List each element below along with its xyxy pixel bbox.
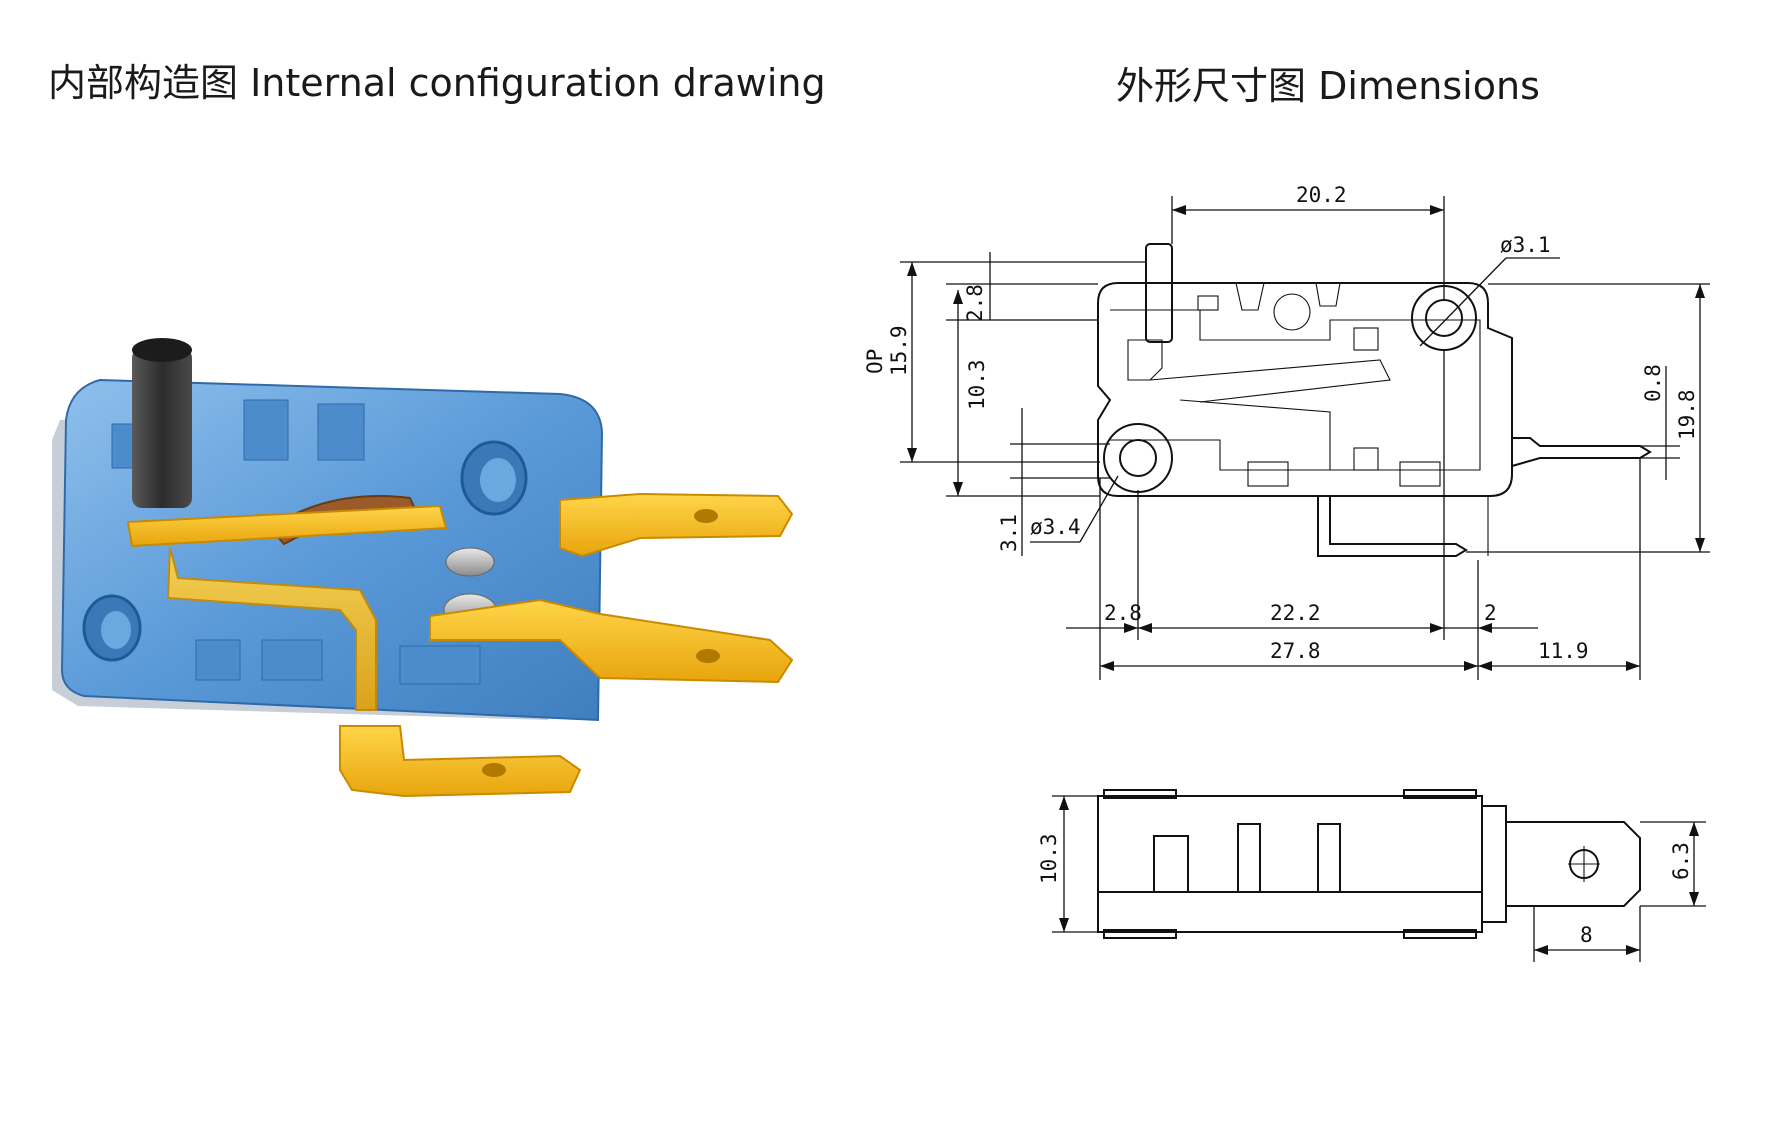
dim-0-8: 0.8 [1641,364,1665,402]
side-slot-3 [1317,823,1341,893]
mounting-hole-right-inner [1425,299,1463,337]
terminal-common [339,725,582,798]
dim-11-9: 11.9 [1538,639,1589,663]
title-internal-configuration: 内部构造图 Internal configuration drawing [48,61,826,105]
side-terminal-blade [1505,821,1641,907]
side-tab-top-right [1403,789,1477,799]
terminal-normally-open [559,492,794,558]
contact-block-upper [1353,327,1379,351]
cavity-top-mid [243,399,289,461]
dim-terminal-length: 8 [1580,923,1593,947]
arrows-side-height [1059,796,1069,932]
inner-partition [1110,309,1481,471]
dimension-front-view: 20.2 ø3.1 15.9 OP 2.8 10.3 3.1 ø3.4 [863,183,1710,680]
dim-27-8: 27.8 [1270,639,1321,663]
internal-lever [1149,359,1391,470]
dim-side-height: 10.3 [1037,833,1061,884]
dim-2-8v: 2.8 [963,284,987,322]
terminal-nc-hole [696,649,720,663]
side-slot-2 [1237,823,1261,893]
body-outline [1097,282,1513,497]
dim-op: OP [863,349,887,374]
title-dimensions: 外形尺寸图 Dimensions [1116,64,1540,108]
top-notch-1 [1197,295,1219,311]
dim-20-2: 20.2 [1296,183,1347,207]
slot-right [1399,461,1441,487]
dim-dia-3-1: ø3.1 [1500,233,1551,257]
moving-contact-blade [126,504,448,548]
cavity-top-right [317,403,365,461]
side-terminal-neck [1481,805,1507,923]
top-pin-circle [1273,293,1311,331]
terminal-right [1511,437,1652,467]
terminal-no-hole [694,509,718,523]
inner-cavity [1127,339,1163,381]
actuator-plunger [132,348,192,508]
side-tab-bottom-left [1103,929,1177,939]
leader-dia-3-4 [1079,475,1119,543]
side-slot-1 [1153,835,1189,893]
dim-3-1: 3.1 [997,514,1021,552]
side-tab-top-left [1103,789,1177,799]
slot-left [1247,461,1289,487]
dim-15-9: 15.9 [887,325,911,376]
dim-10-3v: 10.3 [965,359,989,410]
contact-rivet-upper [445,547,495,577]
mounting-hole-left-inner [1119,439,1157,477]
dimension-side-view: 10.3 6.3 8 [1037,789,1706,962]
terminal-bottom [1317,496,1468,557]
dim-2-8h: 2.8 [1104,601,1142,625]
dim-22-2: 22.2 [1270,601,1321,625]
dim-dia-3-4: ø3.4 [1030,515,1081,539]
side-body [1097,795,1483,933]
dim-2: 2 [1484,601,1497,625]
actuator-plunger-top [132,338,192,362]
terminal-com-hole [482,763,506,777]
side-tab-bottom-right [1403,929,1477,939]
mounting-hole-bottom-inner [101,611,131,649]
dim-terminal-width: 6.3 [1669,842,1693,880]
leader-dia-3-1 [1419,257,1507,347]
cavity-bottom-left [195,639,241,681]
cavity-bottom-mid [261,639,323,681]
actuator-pin [1145,243,1173,343]
mounting-hole-top-inner [480,458,516,502]
internal-drawing [52,338,794,798]
cavity-bottom-right [399,645,481,685]
top-notch-2 [1235,282,1265,311]
top-notch-3 [1315,282,1341,307]
common-terminal-frame [166,547,377,711]
contact-block-lower [1353,447,1379,471]
dim-19-8: 19.8 [1675,389,1699,440]
